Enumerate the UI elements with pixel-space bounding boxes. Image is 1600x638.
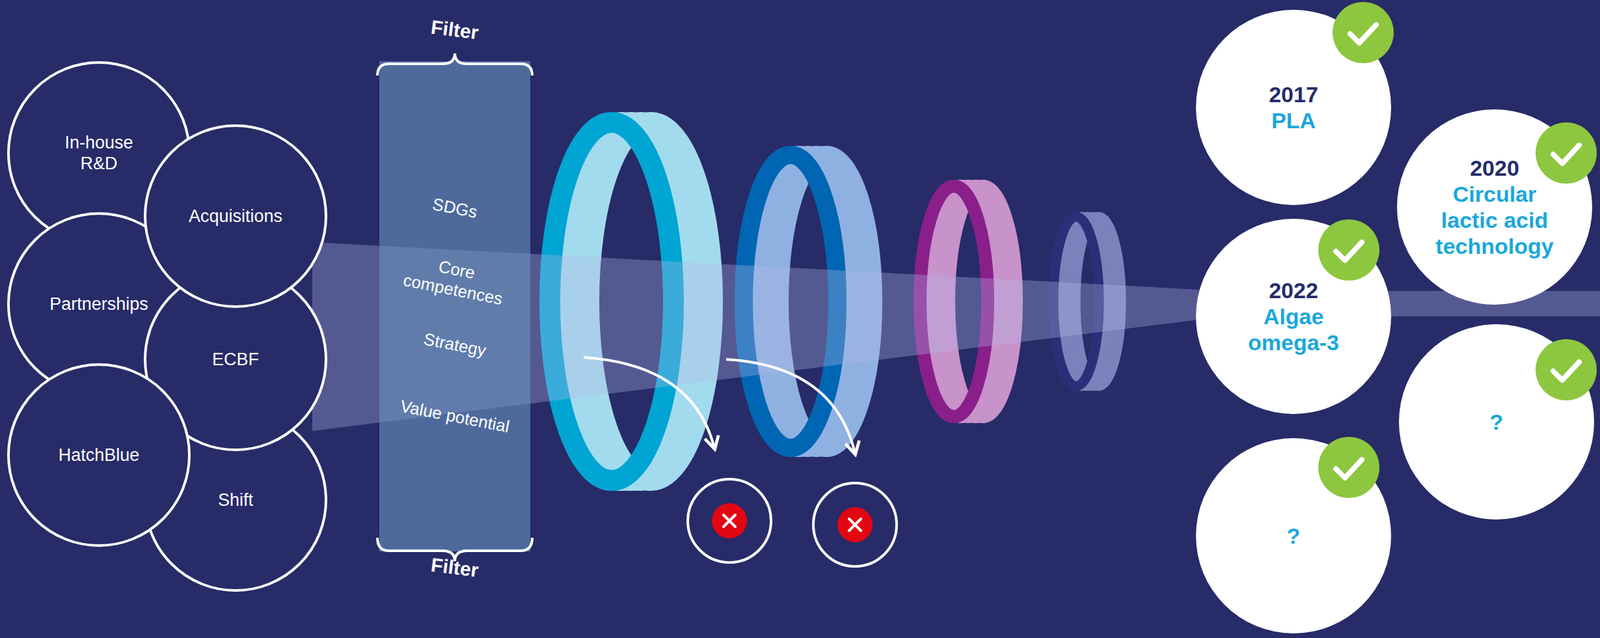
- circle-outline: [8, 364, 190, 546]
- circle-outline: [145, 125, 326, 307]
- source-circle: Acquisitions: [143, 124, 328, 308]
- filter-panel: FilterSDGsCore competencesStrategyValue …: [379, 61, 531, 552]
- year-label: 2017: [1268, 81, 1319, 108]
- year-label: 2020: [1469, 154, 1520, 181]
- source-circle: HatchBlue: [7, 363, 191, 547]
- output-circle: 2017PLA: [1194, 8, 1393, 207]
- source-label: HatchBlue: [58, 444, 140, 466]
- project-label: Algae omega-3: [1221, 303, 1366, 356]
- source-label: Partnerships: [49, 293, 149, 315]
- year-label: 2022: [1268, 277, 1319, 304]
- filter-criterion: Value potential: [395, 395, 515, 438]
- circle-text-holder: ?: [1194, 436, 1393, 635]
- circle-text-holder: 2020Circular lactic acid technology: [1395, 108, 1594, 306]
- reject-arrow: [583, 357, 715, 448]
- source-label: In-house R&D: [53, 132, 145, 175]
- source-label: Acquisitions: [188, 205, 283, 227]
- circle-text-holder: 2022Algae omega-3: [1194, 217, 1393, 416]
- filter-heading: Filter: [394, 548, 515, 587]
- output-circle: 2022Algae omega-3: [1194, 217, 1393, 416]
- reject-dot: [711, 502, 747, 539]
- circle-outline: [1398, 324, 1595, 520]
- filter-criterion: SDGs: [395, 187, 515, 230]
- rejected-circle: [687, 478, 772, 563]
- circle-text-holder: HatchBlue: [7, 363, 191, 547]
- circle-shape: [1194, 8, 1393, 207]
- circle-outline: [1195, 437, 1392, 634]
- reject-cross: [849, 518, 861, 531]
- output-circle: ?: [1397, 322, 1596, 521]
- circle-text-holder: Acquisitions: [143, 124, 328, 308]
- source-label: ECBF: [212, 348, 259, 370]
- rejected-outline: [687, 478, 772, 563]
- output-circle: 2020Circular lactic acid technology: [1395, 108, 1594, 306]
- project-label: ?: [1490, 408, 1504, 435]
- circle-outline: [1195, 9, 1392, 205]
- filter-criterion: Strategy: [395, 324, 515, 367]
- reject-arrow: [726, 359, 855, 453]
- filter-heading: Filter: [394, 11, 515, 49]
- output-circle: ?: [1194, 436, 1393, 635]
- rejected-circle: [813, 482, 897, 567]
- circle-outline: [1396, 109, 1593, 305]
- reject-dot: [837, 506, 873, 543]
- project-label: Circular lactic acid technology: [1423, 180, 1567, 259]
- circle-shape: [1395, 108, 1594, 306]
- circle-text-holder: ?: [1397, 322, 1596, 521]
- reject-cross: [723, 514, 736, 527]
- circle-text-holder: 2017PLA: [1194, 8, 1393, 207]
- circle-outline: [145, 409, 326, 591]
- source-label: Shift: [217, 489, 254, 511]
- rejected-outline: [813, 482, 897, 567]
- filter-criterion: Core competences: [393, 248, 517, 312]
- project-label: PLA: [1271, 107, 1316, 134]
- circle-outline: [1195, 218, 1392, 414]
- project-label: ?: [1287, 522, 1301, 549]
